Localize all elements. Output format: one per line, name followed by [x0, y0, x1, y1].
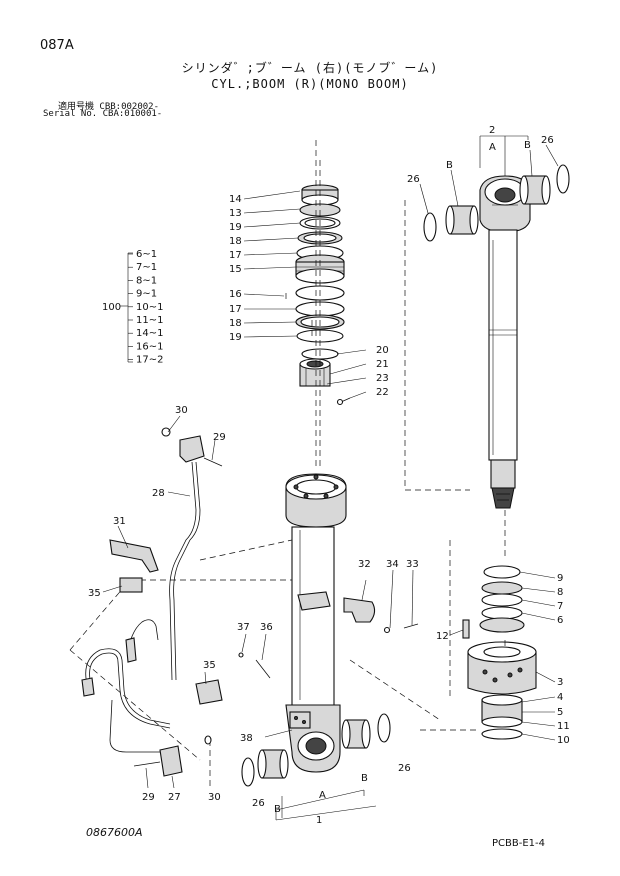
serial-japanese: 適用号機 CBB:002002- [58, 102, 160, 112]
kit-item: 11~1 [136, 315, 163, 326]
kit-item: 16~1 [136, 341, 163, 352]
callout-b-bottom-right: B [361, 773, 368, 784]
leaders-upper [243, 190, 367, 399]
callout-33: 33 [406, 559, 419, 570]
seal-stack-upper [285, 160, 351, 470]
callout-21: 21 [376, 359, 389, 370]
cylinder-tube [69, 140, 441, 821]
kit-item: 17~2 [136, 355, 163, 366]
callout-23: 23 [376, 373, 389, 384]
kit-item: 10~1 [136, 302, 163, 313]
callout-16: 16 [229, 289, 242, 300]
callout-18: 18 [229, 236, 242, 247]
kit-item: 7~1 [136, 262, 157, 273]
page-number: 087A [40, 38, 74, 53]
callout-30-top: 30 [175, 405, 188, 416]
title-japanese: シリンダ゛;ブ゛ーム (右)(モノブ゛ーム) [181, 61, 439, 75]
hose-assembly [81, 415, 223, 789]
callout-27: 27 [168, 792, 181, 803]
callout-17b: 17 [229, 304, 242, 315]
callout-3: 3 [557, 677, 563, 688]
callout-26-bottom-right: 26 [398, 763, 411, 774]
callout-37: 37 [237, 622, 250, 633]
kit-item: 6~1 [136, 249, 157, 260]
kit-item: 14~1 [136, 328, 163, 339]
kit-bracket: 100 6~1 7~1 8~1 9~1 10~1 11~1 14~1 16~1 17~2 [102, 249, 163, 366]
callout-34: 34 [386, 559, 399, 570]
callout-17: 17 [229, 250, 242, 261]
callout-19: 19 [229, 222, 242, 233]
kit-item: 9~1 [136, 289, 157, 300]
rod-assembly [404, 135, 570, 560]
callout-29-bottom: 29 [142, 792, 155, 803]
callout-19b: 19 [229, 332, 242, 343]
callout-18b: 18 [229, 318, 242, 329]
kit-label: 100 [102, 302, 121, 313]
callout-36: 36 [260, 622, 273, 633]
callout-a-top: A [489, 142, 496, 153]
callout-9: 9 [557, 573, 563, 584]
callout-26-bottom-left: 26 [252, 798, 265, 809]
callout-26-left: 26 [407, 174, 420, 185]
callout-35-mid: 35 [203, 660, 216, 671]
callout-1: 1 [316, 815, 322, 826]
callout-31: 31 [113, 516, 126, 527]
drawing-number: 0867600A [86, 826, 143, 839]
callout-6: 6 [557, 615, 563, 626]
callout-5: 5 [557, 707, 563, 718]
callout-29-top: 29 [213, 432, 226, 443]
callout-13: 13 [229, 208, 242, 219]
callout-35-left: 35 [88, 588, 101, 599]
callout-7: 7 [557, 601, 563, 612]
piston-assembly [420, 540, 556, 741]
serial-english: Serial No. CBA:010001- [43, 109, 163, 119]
callout-4: 4 [557, 692, 563, 703]
callout-b-right: B [524, 140, 531, 151]
callout-b-bottom-left: B [274, 804, 281, 815]
callout-28: 28 [152, 488, 165, 499]
page-code: PCBB-E1-4 [492, 838, 545, 849]
title-english: CYL.;BOOM (R)(MONO BOOM) [211, 77, 409, 91]
callout-b-left: B [446, 160, 453, 171]
callout-12: 12 [436, 631, 449, 642]
callout-15: 15 [229, 264, 242, 275]
callout-10: 10 [557, 735, 570, 746]
callout-2: 2 [489, 125, 495, 136]
callout-a-bottom: A [319, 790, 326, 801]
callout-14: 14 [229, 194, 242, 205]
callout-labels: 14 13 19 18 17 15 16 17 18 19 20 21 23 2… [88, 125, 570, 826]
kit-item-list: 6~1 7~1 8~1 9~1 10~1 11~1 14~1 16~1 17~2 [128, 249, 163, 366]
callout-30-bottom: 30 [208, 792, 221, 803]
callout-32: 32 [358, 559, 371, 570]
callout-8: 8 [557, 587, 563, 598]
kit-item: 8~1 [136, 275, 157, 286]
callout-22: 22 [376, 387, 389, 398]
callout-26-right: 26 [541, 135, 554, 146]
callout-11: 11 [557, 721, 570, 732]
callout-38: 38 [240, 733, 253, 744]
callout-20: 20 [376, 345, 389, 356]
